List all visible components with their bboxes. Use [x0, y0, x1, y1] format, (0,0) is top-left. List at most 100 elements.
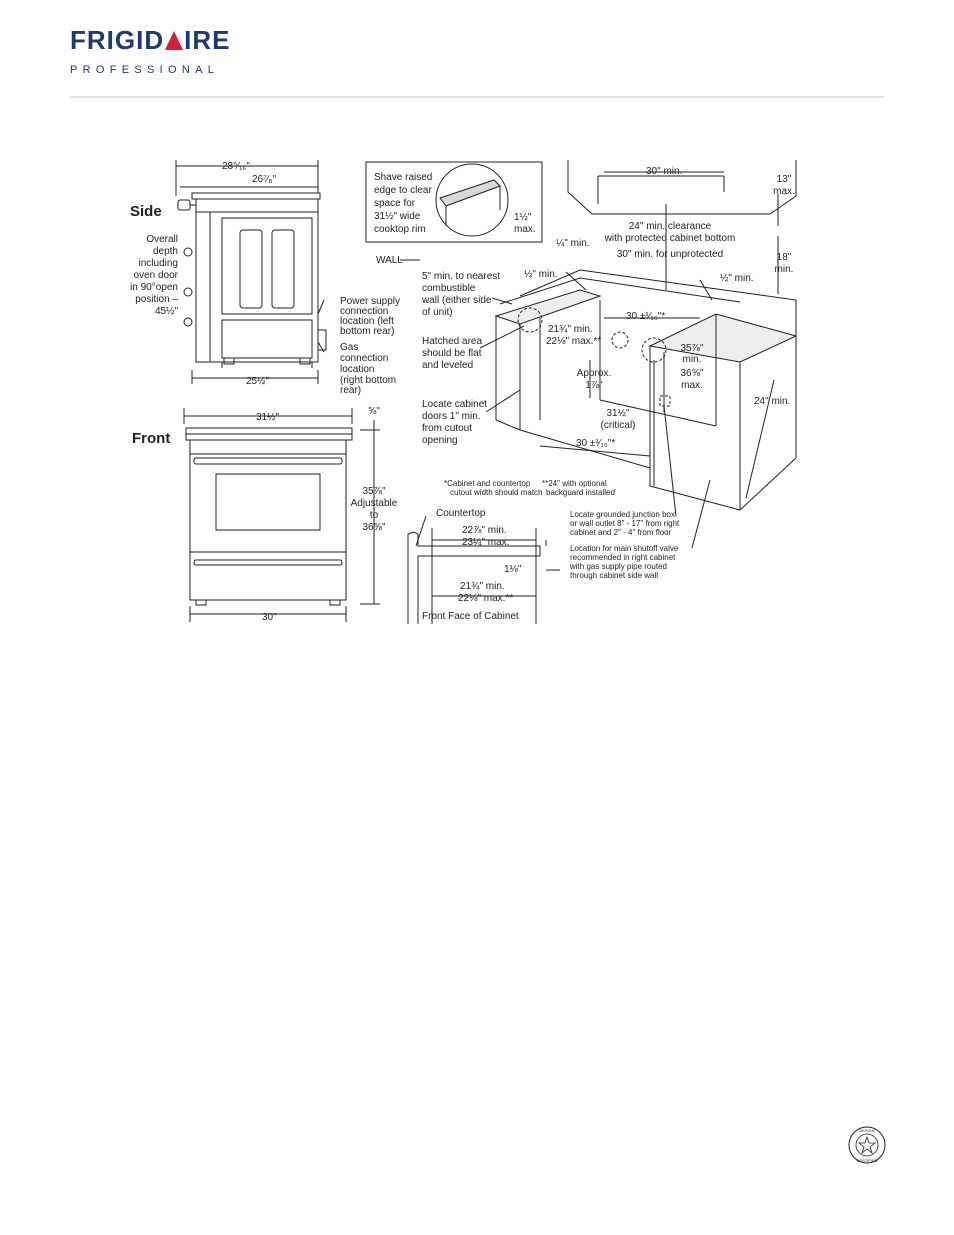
side-view-range: [175, 160, 327, 384]
quarter-min: ¼" min.: [556, 237, 590, 249]
overall-depth-3: oven door: [134, 270, 179, 281]
countertop-label: Countertop: [436, 508, 486, 519]
locate-doors-2: from cutout: [422, 423, 472, 434]
shave-max-0: 1½": [514, 212, 532, 223]
height-range-2: 36⅝": [680, 368, 703, 379]
side-title: Side: [130, 203, 162, 220]
junction-1: or wall outlet 8" - 17" from right: [570, 519, 680, 528]
cabinet-installation-view: [400, 160, 798, 549]
thirty-min: 30" min.: [646, 166, 682, 177]
depth-min-1: 22⅛" max.**: [546, 336, 601, 347]
front-height-0: 35⅞": [362, 486, 385, 497]
power-1: connection: [340, 306, 388, 317]
cutout-front: 30 ±¹⁄₁₆"*: [576, 438, 615, 449]
overall-depth-0: Overall: [146, 234, 178, 245]
locate-doors-0: Locate cabinet: [422, 399, 487, 410]
shave-0: Shave raised: [374, 172, 432, 183]
shutoff-3: through cabinet side wall: [570, 571, 658, 580]
combustible-1: combustible: [422, 283, 476, 294]
overall-depth-2: including: [139, 258, 178, 269]
gas-3: (right bottom: [340, 375, 396, 386]
countertop-bottom-0: 21¾" min.: [460, 581, 505, 592]
shave-2: space for: [374, 198, 416, 209]
gas-1: connection: [340, 353, 388, 364]
note2-1: backguard installed: [546, 488, 615, 497]
side-dim-bottom: 25½": [246, 376, 269, 387]
countertop-section: [407, 515, 560, 624]
shave-4: cooktop rim: [374, 224, 426, 235]
locate-doors-3: opening: [422, 435, 458, 446]
note1-0: *Cabinet and countertop: [444, 479, 531, 488]
approx-0: Approx.: [577, 368, 611, 379]
overall-depth-4: in 90°open: [130, 282, 178, 293]
side-dim-top: 28⁵⁄₁₆": [222, 161, 250, 172]
backguard-dim: ⅝": [368, 406, 380, 417]
power-3: bottom rear): [340, 326, 394, 337]
brand-subtitle: PROFESSIONAL: [70, 64, 220, 76]
front-view-range: [183, 408, 380, 622]
logo-triangle-icon: [165, 31, 184, 50]
note1-1: cutout width should match: [450, 488, 543, 497]
shutoff-1: recommended in right cabinet: [570, 553, 676, 562]
cutout-width: 30 ±¹⁄₁₆"*: [626, 311, 665, 322]
hatched-0: Hatched area: [422, 336, 482, 347]
front-height-3: 36⅝": [362, 522, 385, 533]
overall-depth-5: position –: [135, 294, 178, 305]
combustible-2: wall (either side: [421, 295, 492, 306]
countertop-top-1: 23¼" max.: [462, 536, 509, 548]
gas-2: location: [340, 364, 374, 375]
eighteen-0: 18": [777, 252, 792, 263]
half-min-right: ½" min.: [720, 273, 754, 284]
front-face-label: Front Face of Cabinet: [422, 611, 519, 622]
svg-text:DESIGN: DESIGN: [859, 1128, 874, 1133]
front-width-top: 31½": [256, 412, 279, 423]
shave-1: edge to clear: [374, 185, 432, 196]
shave-detail-box: [365, 161, 543, 243]
eighteen-1: min.: [775, 264, 794, 275]
depth-min-0: 21¾" min.: [548, 324, 593, 335]
front-title: Front: [132, 430, 170, 447]
junction-2: cabinet and 2" - 4" from floor: [570, 528, 672, 537]
combustible-3: of unit): [422, 307, 453, 318]
approx-1: 1⅞": [585, 380, 603, 391]
half-min-left: ½" min.: [524, 269, 558, 280]
shave-max-1: max.: [514, 224, 536, 235]
thirteen-1: max.: [773, 186, 795, 197]
height-range-1: min.: [683, 354, 702, 365]
gas-0: Gas: [340, 342, 358, 353]
clearance-0: 24" min. clearance: [629, 221, 712, 232]
power-0: Power supply: [340, 296, 400, 307]
countertop-thickness: 1⅛": [504, 564, 522, 575]
shave-3: 31½" wide: [374, 211, 421, 222]
locate-doors-1: doors 1" min.: [422, 411, 481, 422]
front-height-2: to: [370, 510, 379, 521]
design-certified-seal-icon: DESIGN CERTIFIED: [848, 1126, 886, 1164]
junction-0: Locate grounded junction box: [570, 510, 675, 519]
gas-4: rear): [340, 385, 361, 396]
countertop-bottom-1: 22⅛" max.**: [458, 593, 513, 604]
critical-0: 31½": [606, 408, 629, 419]
shutoff-2: with gas supply pipe routed: [569, 562, 667, 571]
combustible-0: 5" min. to nearest: [422, 271, 500, 282]
front-height-1: Adjustable: [351, 498, 398, 509]
depth-24: 24" min.: [754, 396, 790, 407]
clearance-1: with protected cabinet bottom: [604, 233, 736, 244]
note2-0: **24" with optional: [542, 479, 607, 488]
header-divider: [70, 96, 884, 98]
thirteen-0: 13": [777, 174, 792, 185]
front-width-bottom: 30": [262, 612, 277, 623]
shutoff-0: Location for main shutoff valve: [570, 544, 679, 553]
side-dim-second: 26⁷⁄₈": [252, 174, 277, 185]
height-range-3: max.: [681, 380, 703, 391]
height-range-0: 35⅞": [680, 343, 703, 354]
countertop-top-0: 22⅞" min.: [462, 525, 507, 536]
hatched-2: and leveled: [422, 360, 473, 371]
overall-depth-6: 45½": [155, 306, 178, 317]
hatched-1: should be flat: [422, 348, 482, 359]
wall-label: WALL: [376, 255, 403, 266]
clearance-2: 30" min. for unprotected: [617, 249, 723, 260]
overall-depth-1: depth: [153, 246, 178, 257]
